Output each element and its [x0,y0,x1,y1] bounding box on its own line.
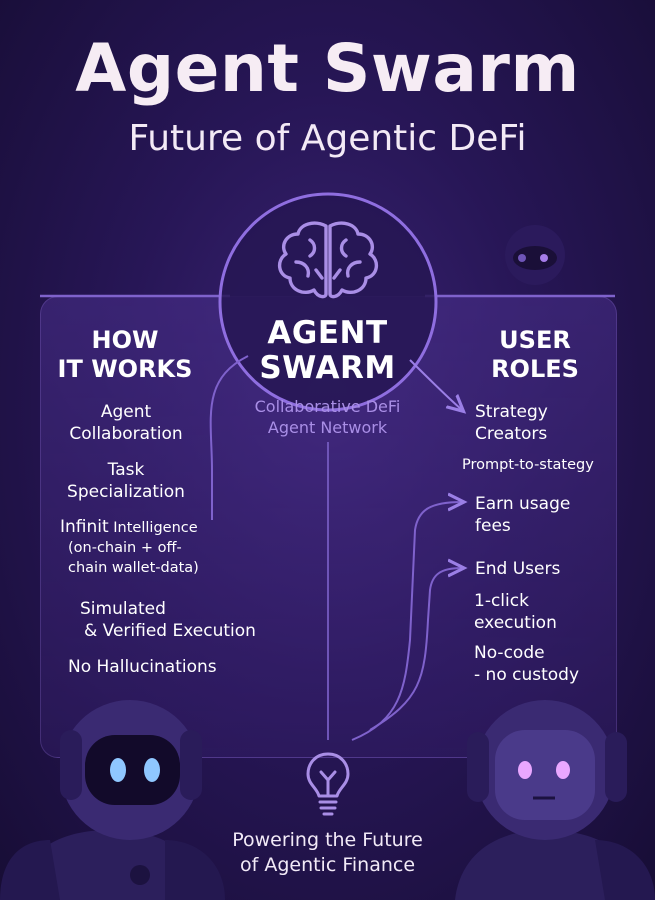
item-line: Creators [475,424,548,444]
list-item: Strategy Creators [475,401,615,445]
center-ring [218,192,438,412]
center-title-line: AGENT [267,315,388,351]
footer-line: Powering the Future [232,829,423,851]
right-robot-icon [455,700,655,900]
item-line: execution [474,613,557,633]
lightbulb-icon [306,752,350,816]
list-item: Prompt-to-stategy [462,455,622,475]
list-item: Infinit Intelligence (on-chain + off- ch… [60,517,220,578]
how-it-works-heading: HOW IT WORKS [55,326,195,384]
item-line: No-code [474,643,545,663]
center-subtitle-line: Agent Network [267,418,388,437]
item-line: No Hallucinations [68,657,217,677]
list-item: Agent Collaboration [56,401,196,445]
item-line: Intelligence [108,520,198,536]
center-subtitle: Collaborative DeFi Agent Network [222,396,433,438]
floating-robot-icon [505,225,565,285]
heading-line: USER [499,326,571,354]
subtitle: Future of Agentic DeFi [128,118,527,159]
list-item: No Hallucinations [68,656,268,678]
footer-line: of Agentic Finance [239,854,416,876]
left-robot-icon [0,700,225,900]
list-item: Simulated & Verified Execution [80,598,270,642]
main-title: Agent Swarm [75,30,580,107]
item-line: Simulated [80,599,166,619]
item-line: - no custody [474,665,580,685]
item-line: 1-click [474,591,529,611]
item-line: Prompt-to-stategy [462,457,594,473]
item-line: Specialization [67,482,185,502]
item-line: fees [475,516,511,536]
item-line: Task [107,460,145,480]
list-item: Task Specialization [56,459,196,503]
heading-line: IT WORKS [57,355,193,383]
item-line: chain wallet-data) [68,560,199,576]
center-subtitle-line: Collaborative DeFi [254,397,401,416]
heading-line: ROLES [491,355,579,383]
heading-line: HOW [91,326,159,354]
item-line: Collaboration [69,424,183,444]
item-line: Strategy [475,402,548,422]
item-lead: Infinit [60,517,109,537]
center-title: AGENT SWARM [222,316,433,386]
user-roles-heading: USER ROLES [470,326,600,384]
center-title-line: SWARM [259,350,396,386]
list-item: 1-click execution [474,590,614,634]
item-line: Agent [100,402,152,422]
list-item: No-code - no custody [474,642,614,686]
item-line: End Users [475,559,561,579]
item-line: & Verified Execution [84,621,256,641]
list-item: Earn usage fees [475,493,615,537]
item-line: Earn usage [475,494,571,514]
brain-icon [278,221,378,299]
list-item: End Users [475,558,615,580]
footer-tagline: Powering the Future of Agentic Finance [0,828,655,878]
item-line: (on-chain + off- [68,540,182,556]
